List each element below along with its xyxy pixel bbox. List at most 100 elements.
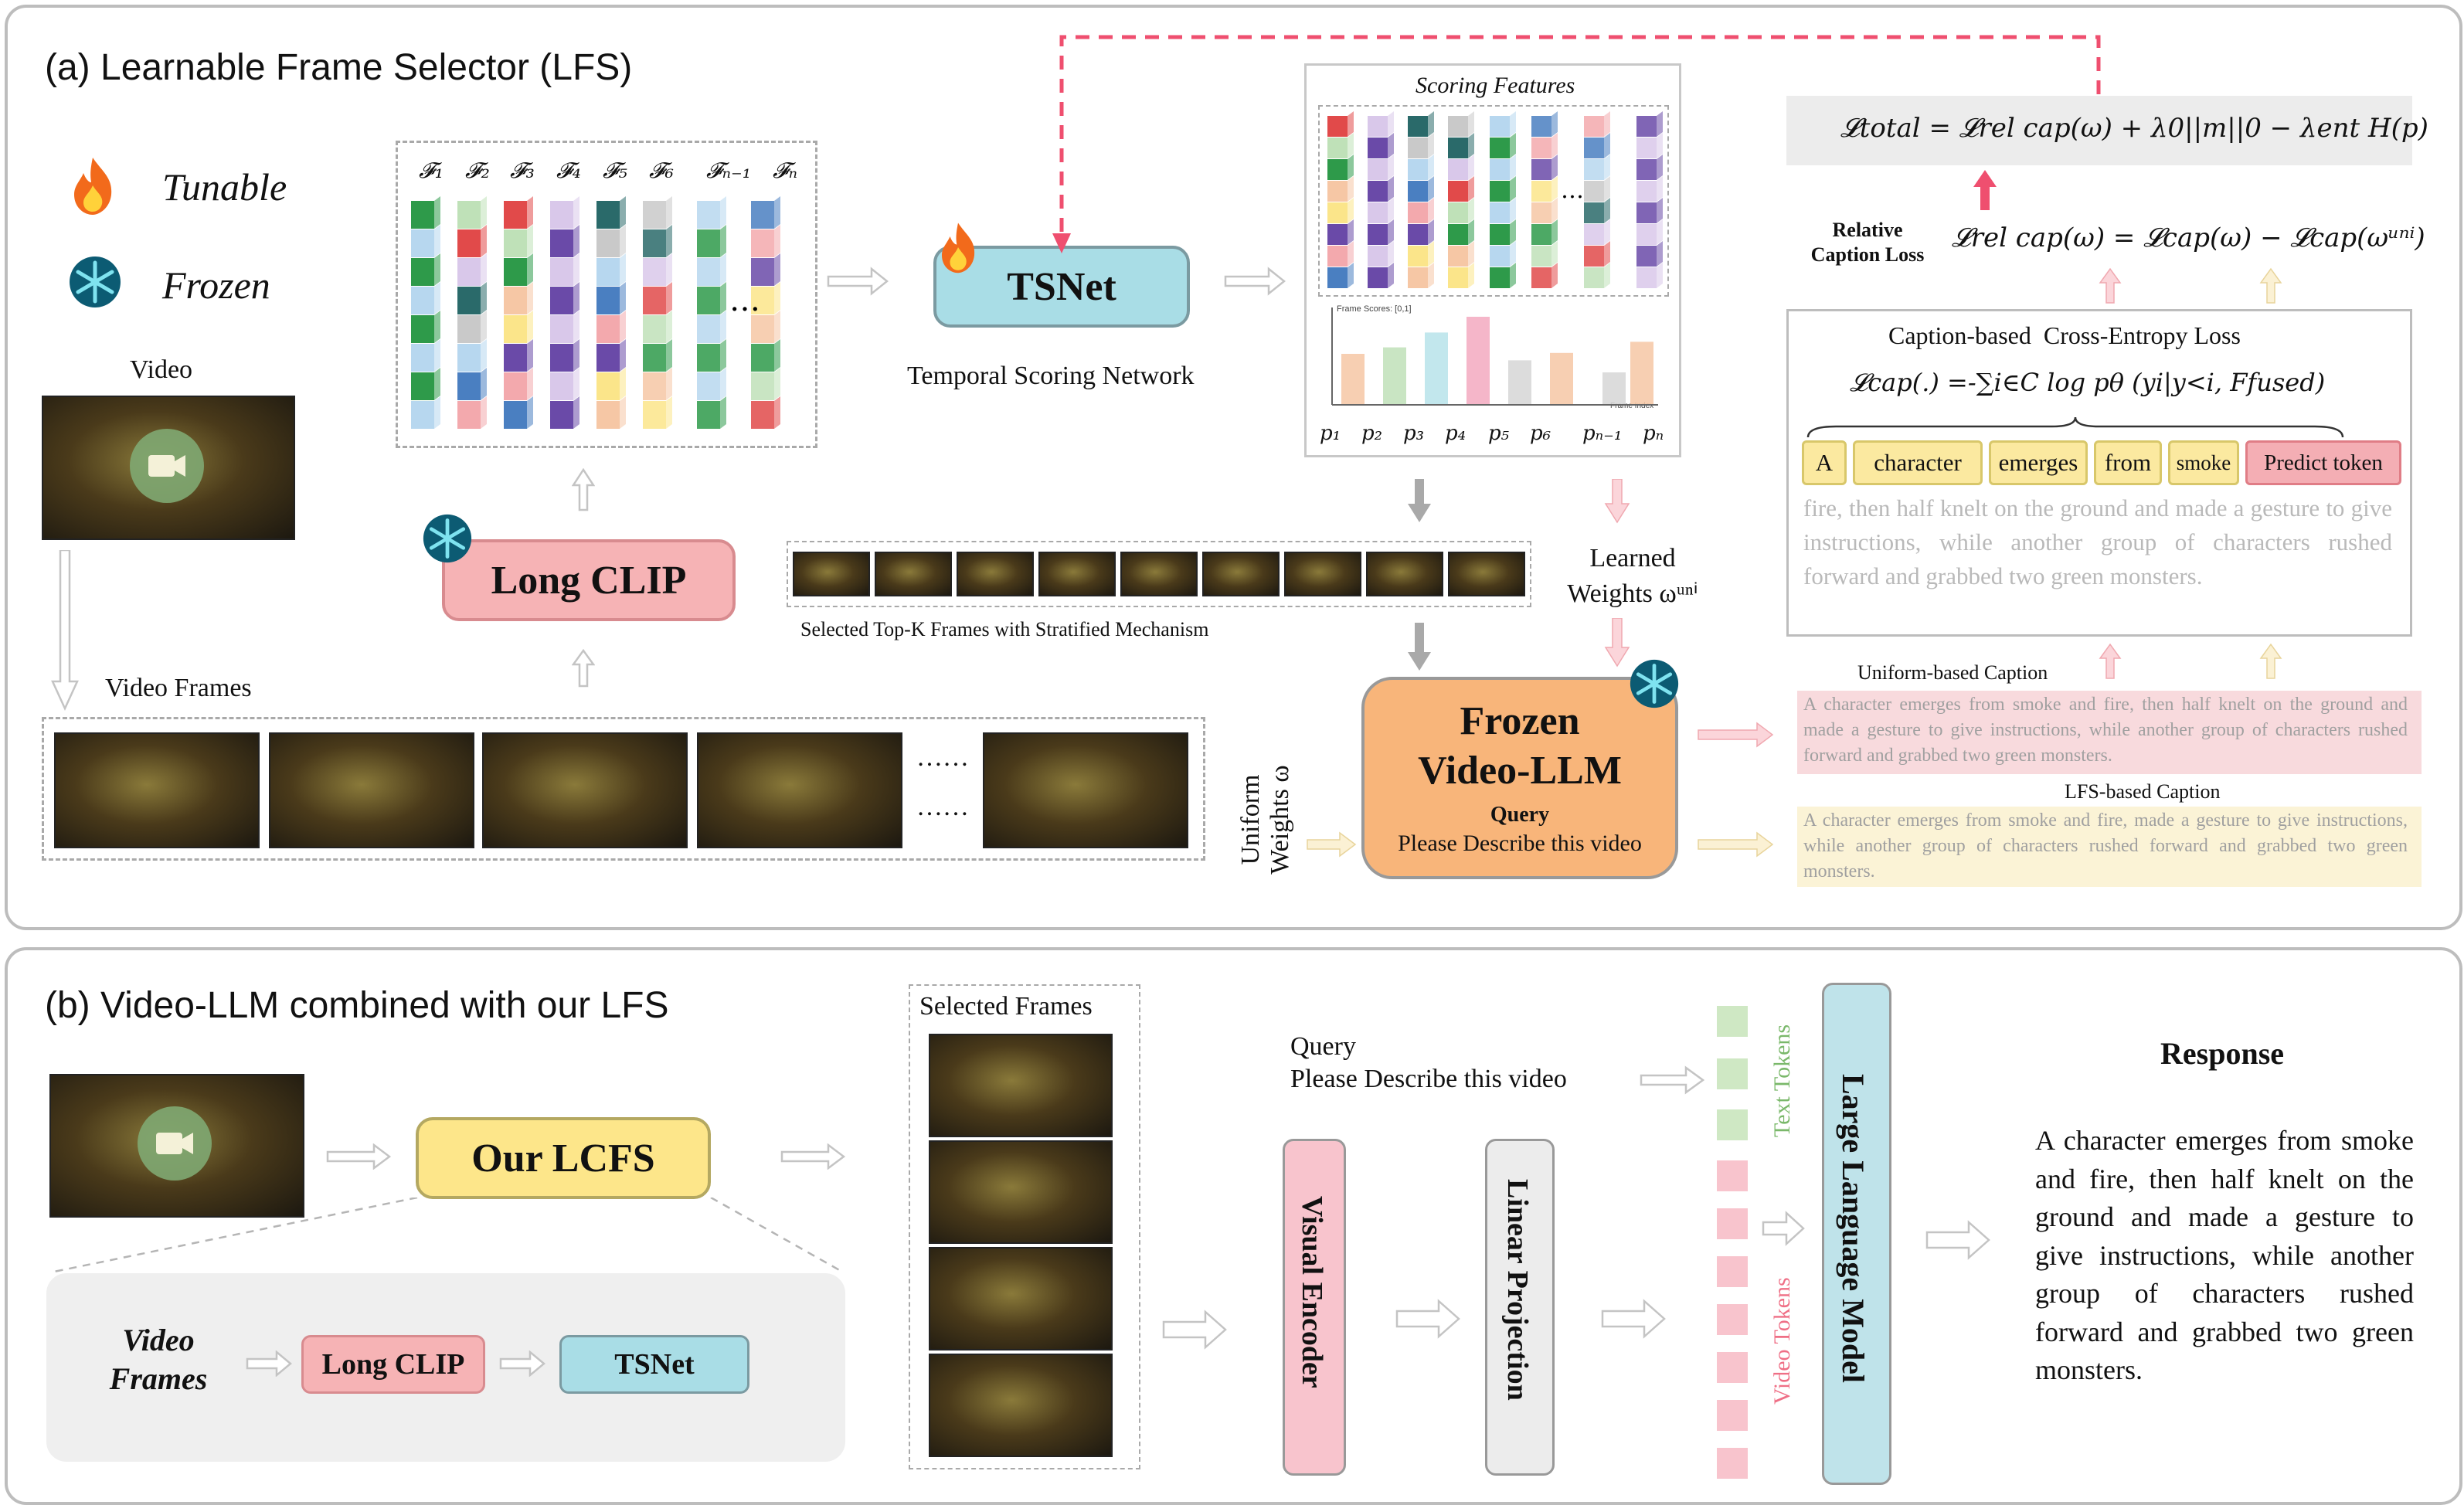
video-token bbox=[1717, 1256, 1748, 1287]
frame-feature-label: 𝓕₅ bbox=[603, 158, 627, 183]
feature-cube-side bbox=[573, 396, 579, 429]
feature-cube bbox=[1368, 267, 1388, 288]
predict-token: Predict token bbox=[2245, 440, 2401, 485]
score-label: p₁ bbox=[1320, 422, 1341, 445]
feature-cube-side bbox=[620, 368, 626, 400]
text-token bbox=[1717, 1109, 1748, 1140]
topk-frame bbox=[957, 552, 1034, 596]
feature-cube bbox=[1531, 202, 1551, 223]
arrow-ce-to-rel-yellow bbox=[2259, 267, 2282, 304]
arrow-llm-to-response bbox=[1925, 1220, 1990, 1260]
feature-cube bbox=[550, 229, 573, 257]
feature-cube bbox=[1584, 138, 1604, 158]
feature-cube-side bbox=[1348, 263, 1354, 288]
feature-cube bbox=[504, 401, 527, 429]
feature-cube bbox=[697, 201, 720, 229]
uniform-weights-label: Uniform Weights ω bbox=[1236, 762, 1295, 878]
feature-cube-side bbox=[573, 253, 579, 286]
feature-cube bbox=[457, 401, 481, 429]
loss-rel-formula: 𝓛rel cap(ω) = 𝓛cap(ω) − 𝓛cap(ωᵘⁿⁱ) bbox=[1952, 223, 2425, 253]
feature-cube-side bbox=[1348, 176, 1354, 202]
arrow-ce-to-rel-pink bbox=[2099, 267, 2122, 304]
feature-cube-side bbox=[1348, 133, 1354, 158]
selected-frames-column bbox=[909, 984, 1140, 1469]
feature-cube-side bbox=[527, 368, 533, 400]
legend-tunable-label: Tunable bbox=[162, 165, 287, 209]
feature-cube-side bbox=[1551, 111, 1558, 137]
feature-cube-side bbox=[1657, 133, 1663, 158]
feature-cube bbox=[596, 258, 620, 286]
feature-cube bbox=[643, 258, 666, 286]
feature-cube-side bbox=[481, 396, 487, 429]
feature-cube-side bbox=[1510, 133, 1516, 158]
text-tokens-label: Text Tokens bbox=[1769, 1024, 1795, 1137]
feature-cube bbox=[1408, 116, 1428, 137]
frame-score-bar bbox=[1383, 347, 1406, 405]
feature-cube bbox=[1490, 181, 1510, 202]
feature-cube bbox=[1531, 116, 1551, 137]
topk-frame bbox=[1366, 552, 1443, 596]
feature-cube-side bbox=[620, 196, 626, 229]
feature-cube-side bbox=[434, 225, 440, 257]
feature-cube-side bbox=[720, 225, 726, 257]
arrow-video-to-lcfs bbox=[326, 1143, 391, 1170]
topk-frame bbox=[793, 552, 870, 596]
feature-cube-side bbox=[1348, 198, 1354, 223]
feature-cube bbox=[1327, 267, 1348, 288]
feature-cube-side bbox=[1428, 263, 1434, 288]
feature-cube bbox=[457, 201, 481, 229]
feature-cube-side bbox=[666, 282, 672, 314]
frame-score-bar bbox=[1425, 332, 1448, 405]
feature-cube-side bbox=[666, 396, 672, 429]
cross-entropy-formula: 𝓛cap(.) =-∑i∈C log pθ (yi|y<i, Ffused) bbox=[1850, 368, 2326, 397]
feature-cube-side bbox=[1388, 155, 1394, 180]
feature-cube bbox=[1490, 246, 1510, 267]
feature-cube bbox=[1408, 246, 1428, 267]
feature-cube-side bbox=[434, 311, 440, 343]
tsnet-box-small: TSNet bbox=[559, 1335, 749, 1394]
feature-cube bbox=[411, 287, 434, 314]
feature-cube-side bbox=[1348, 219, 1354, 245]
feature-cube-side bbox=[434, 368, 440, 400]
linear-projection-box bbox=[1485, 1139, 1555, 1476]
feature-cube bbox=[504, 372, 527, 400]
feature-cube-side bbox=[1510, 176, 1516, 202]
caption-token: character bbox=[1853, 440, 1983, 485]
video-token bbox=[1717, 1160, 1748, 1191]
feature-cube-side bbox=[774, 339, 780, 372]
feature-cube bbox=[1368, 116, 1388, 137]
feature-cube-side bbox=[1551, 263, 1558, 288]
response-text: A character emerges from smoke and fire,… bbox=[2035, 1125, 2414, 1385]
feature-cube-side bbox=[620, 282, 626, 314]
frame-feature-label: 𝓕₆ bbox=[649, 158, 674, 183]
feature-cube bbox=[1327, 224, 1348, 245]
feature-cube bbox=[1584, 246, 1604, 267]
frame-scores-axis-label: Frame Scores: [0,1] bbox=[1337, 304, 1412, 314]
feature-cube bbox=[697, 258, 720, 286]
feature-cube-side bbox=[1428, 176, 1434, 202]
arrow-llm-to-uniform-caption bbox=[1698, 722, 1774, 748]
visual-encoder-box bbox=[1283, 1139, 1346, 1476]
flame-icon bbox=[942, 223, 975, 273]
feature-cube bbox=[1490, 224, 1510, 245]
flame-icon bbox=[74, 158, 112, 215]
feature-cube bbox=[596, 344, 620, 372]
feature-cube-side bbox=[1551, 176, 1558, 202]
feature-cube-side bbox=[620, 339, 626, 372]
feature-cube-side bbox=[1428, 111, 1434, 137]
loss-total-formula: 𝓛total = 𝓛rel cap(ω) + λ0||m||0 − λent H… bbox=[1840, 113, 2428, 144]
feature-cube bbox=[1408, 202, 1428, 223]
feature-cube-side bbox=[1604, 111, 1610, 137]
arrow-tsnet-to-scoring bbox=[1224, 267, 1286, 296]
feature-cube-side bbox=[1348, 111, 1354, 137]
feature-cube bbox=[1408, 181, 1428, 202]
feature-cube-side bbox=[720, 339, 726, 372]
feature-cube bbox=[697, 229, 720, 257]
video-frame bbox=[269, 732, 474, 848]
frame-score-bar bbox=[1630, 341, 1653, 405]
feature-cube-side bbox=[1604, 155, 1610, 180]
feature-cube bbox=[1636, 159, 1657, 180]
feature-cube-side bbox=[666, 368, 672, 400]
frame-feature-label: 𝓕ₙ bbox=[773, 158, 798, 183]
feature-cube bbox=[697, 344, 720, 372]
